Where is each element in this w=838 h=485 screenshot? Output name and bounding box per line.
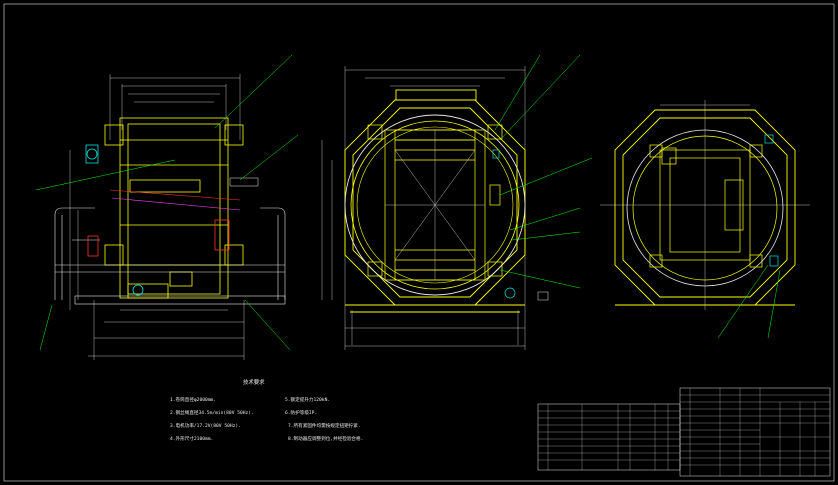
note-item: 3.电机功率/17.2V(80V 50Hz). (170, 422, 241, 429)
front-accents (492, 149, 549, 301)
sheet-border (3, 3, 835, 482)
front-corner-fittings (367, 124, 503, 277)
end-inner-frame (649, 144, 763, 268)
front-octagon-frame (344, 89, 526, 313)
notes-title: 技术要求 (243, 378, 265, 386)
front-leaders (494, 54, 593, 289)
side-elevation-view (35, 54, 299, 360)
note-item: 6.防护等级IP. (285, 409, 317, 416)
side-drum-frame (104, 117, 244, 299)
technical-notes: 技术要求 1.卷筒直径φ2000mm. 2.钢丝绳直径34.5m/min(80V… (170, 378, 363, 442)
front-drum-circles (344, 114, 526, 296)
note-item: 4.外形尺寸2100mm. (170, 435, 213, 442)
note-item: 5.额定提升力120kN. (285, 396, 330, 403)
parts-list-table (537, 403, 681, 471)
title-block (679, 387, 831, 477)
end-drum-circles (626, 129, 784, 287)
front-elevation-view (321, 54, 593, 350)
end-dimensions (600, 100, 810, 310)
side-accents (85, 144, 259, 296)
end-accents (764, 134, 779, 267)
note-item: 2.钢丝绳直径34.5m/min(80V 50Hz). (170, 409, 254, 416)
side-top-dimensions (109, 74, 241, 140)
note-item: 7.所有紧固件均需按规定扭矩拧紧. (288, 422, 361, 429)
front-dimensions (321, 66, 526, 350)
side-base-rails (54, 207, 286, 305)
end-leaders (717, 264, 781, 339)
side-leaders (35, 54, 299, 351)
side-bottom-dimensions (69, 150, 245, 360)
front-center-cross (385, 130, 485, 280)
end-view (600, 100, 810, 339)
note-item: 1.卷筒直径φ2000mm. (170, 396, 216, 403)
note-item: 8.制动器应调整到位,并经检验合格. (288, 435, 363, 442)
